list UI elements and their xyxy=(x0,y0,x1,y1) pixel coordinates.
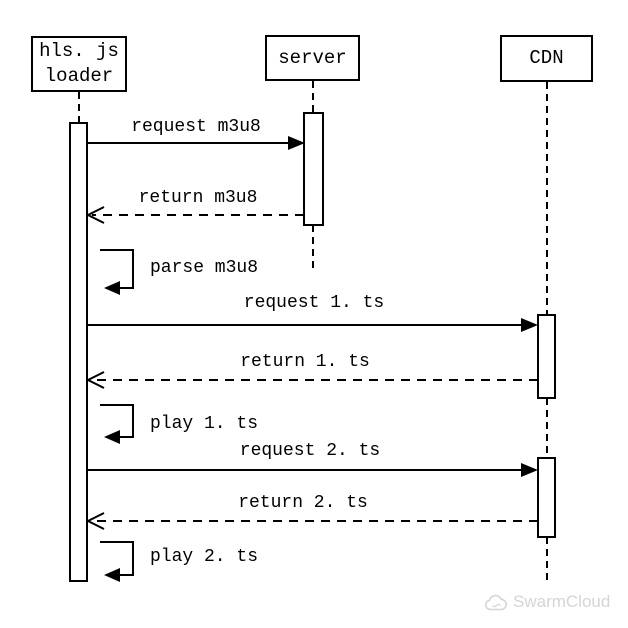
message-label-return-1ts: return 1. ts xyxy=(240,352,370,372)
activation-bars xyxy=(69,112,556,582)
lifelines xyxy=(78,81,548,584)
message-label-parse-m3u8: parse m3u8 xyxy=(150,258,259,278)
activation-cdn-1 xyxy=(537,314,556,399)
message-label-request-2ts: request 2. ts xyxy=(239,441,381,461)
arrowhead-open-left xyxy=(85,371,105,389)
watermark-text: SwarmCloud xyxy=(513,592,611,611)
self-message-parse-m3u8 xyxy=(100,249,134,295)
participant-label-line: hls. js xyxy=(39,40,119,62)
self-message-play-1ts xyxy=(100,404,134,444)
message-label-play-1ts: play 1. ts xyxy=(150,414,259,434)
arrow-request-m3u8 xyxy=(88,136,305,150)
participant-box-cdn: CDN xyxy=(500,35,593,82)
arrow-request-2ts xyxy=(88,463,538,477)
activation-server xyxy=(303,112,324,226)
self-message-play-2ts xyxy=(100,541,134,582)
activation-hls-js-loader xyxy=(69,122,88,582)
message-label-request-1ts: request 1. ts xyxy=(243,293,385,313)
arrow-return-2ts xyxy=(85,512,538,530)
arrowhead-open-left xyxy=(85,512,105,530)
participant-box-hls-js-loader: hls. js loader xyxy=(31,36,127,92)
arrowhead-filled-left xyxy=(104,568,120,582)
arrow-return-m3u8 xyxy=(85,206,304,224)
message-label-play-2ts: play 2. ts xyxy=(150,547,259,567)
participant-label-line: server xyxy=(278,46,347,69)
arrowhead-filled-right xyxy=(521,463,538,477)
participant-label-line: loader xyxy=(44,65,114,87)
participant-box-server: server xyxy=(265,35,360,81)
cloud-icon xyxy=(484,594,507,611)
activation-cdn-2 xyxy=(537,457,556,538)
arrowhead-filled-left xyxy=(104,430,120,444)
message-label-return-m3u8: return m3u8 xyxy=(138,188,258,208)
participant-label-line: CDN xyxy=(529,47,564,69)
arrowhead-filled-left xyxy=(104,281,120,295)
arrow-return-1ts xyxy=(85,371,538,389)
arrowhead-filled-right xyxy=(288,136,305,150)
arrowhead-open-left xyxy=(85,206,105,224)
message-label-request-m3u8: request m3u8 xyxy=(131,117,261,137)
arrowhead-filled-right xyxy=(521,318,538,332)
watermark: SwarmCloud xyxy=(484,591,610,613)
arrow-request-1ts xyxy=(88,318,538,332)
message-label-return-2ts: return 2. ts xyxy=(238,493,368,513)
